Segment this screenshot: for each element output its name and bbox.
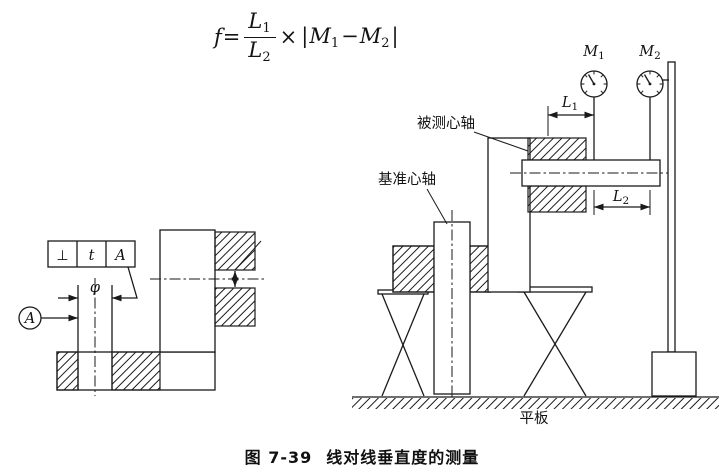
m2-base: M	[359, 23, 382, 48]
l2-sub: 2	[262, 49, 271, 65]
section-bar-hatch-right	[469, 245, 491, 293]
tolerance-value: t	[89, 248, 95, 264]
collar-section-lower	[527, 185, 587, 213]
perpendicularity-symbol: ⊥	[56, 248, 68, 264]
gauge-m1-label: M1	[582, 44, 605, 62]
formula-times: ×	[279, 25, 298, 50]
datum-circle-label: A	[23, 311, 35, 327]
gauge-m1-label-base: M	[582, 44, 599, 60]
formula-minus: −	[341, 23, 359, 48]
surface-plate-label: 平板	[520, 409, 549, 427]
formula-fraction: L1 L2	[244, 9, 276, 65]
m2-sub: 2	[381, 35, 390, 51]
tolerance-frame: ⊥ t A	[47, 240, 136, 268]
gauge-m2-label: M2	[638, 44, 661, 62]
l1-base: L	[248, 9, 263, 33]
l2-base: L	[248, 37, 263, 62]
gauge-stand-pole	[667, 61, 676, 353]
dimension-l1: L1	[547, 95, 594, 136]
datum-circle	[18, 306, 42, 330]
phi-label: φ	[90, 280, 101, 296]
figure-title: 线对线垂直度的测量	[326, 448, 480, 467]
workpiece-drawing: φ A ⊥ t A	[18, 229, 266, 396]
dimension-l1-label: L1	[561, 95, 578, 113]
measurement-setup: 平板	[352, 44, 719, 427]
gauge-m2-label-base: M	[638, 44, 655, 60]
tolerance-datum-ref: A	[113, 248, 125, 264]
dimension-l2-label: L2	[612, 189, 629, 207]
datum-mandrel-leader	[426, 188, 448, 225]
dial-gauge-m2	[636, 70, 664, 160]
tolerance-leader	[112, 266, 138, 302]
measured-mandrel-leader	[473, 131, 529, 152]
boss-section-upper	[214, 231, 256, 271]
formula-abs-value: |M1−M2|	[300, 24, 399, 51]
tolerance-frame-box	[47, 240, 136, 268]
collar-section-upper	[527, 137, 587, 161]
dimension-l2: L2	[593, 189, 651, 215]
measured-mandrel-label: 被测心轴	[417, 115, 475, 132]
boss-hole-dim-leader	[234, 240, 262, 271]
l2-label-sub: 2	[622, 195, 629, 207]
l2-label-base: L	[612, 189, 623, 205]
formula-f: f	[214, 25, 222, 50]
formula-equals: =	[222, 25, 241, 50]
l1-label-base: L	[561, 95, 572, 111]
l1-sub: 1	[262, 21, 271, 36]
boss-section-lower	[214, 287, 256, 327]
m1-base: M	[309, 23, 331, 48]
gauge-m2-face	[636, 70, 664, 98]
abs-right-bar: |	[391, 23, 399, 48]
scissor-jack-left	[377, 289, 429, 397]
gauge-m1-label-sub: 1	[598, 50, 605, 62]
dial-gauge-m1	[580, 70, 608, 160]
gauge-stand-base	[651, 351, 697, 397]
fraction-denominator: L2	[244, 38, 275, 65]
base-plate-section-right	[111, 351, 161, 391]
scissor-jack-right	[517, 286, 593, 397]
datum-mandrel-label: 基准心轴	[378, 171, 436, 188]
fraction-numerator: L1	[244, 9, 276, 38]
gauge-m1-face	[580, 70, 608, 98]
formula: f = L1 L2 × |M1−M2|	[214, 10, 400, 64]
base-plate-section-left	[56, 351, 79, 391]
gauge-m2-label-sub: 2	[654, 50, 661, 62]
m1-sub: 1	[330, 35, 340, 51]
caption: 图 7-39 线对线垂直度的测量	[0, 444, 724, 468]
abs-left-bar: |	[301, 23, 309, 48]
workpiece-wall	[159, 229, 216, 353]
section-bar-hatch-left	[392, 245, 435, 293]
l1-label-sub: 1	[571, 101, 578, 113]
figure-number: 图 7-39	[244, 448, 313, 467]
ground-hatch	[352, 398, 719, 409]
